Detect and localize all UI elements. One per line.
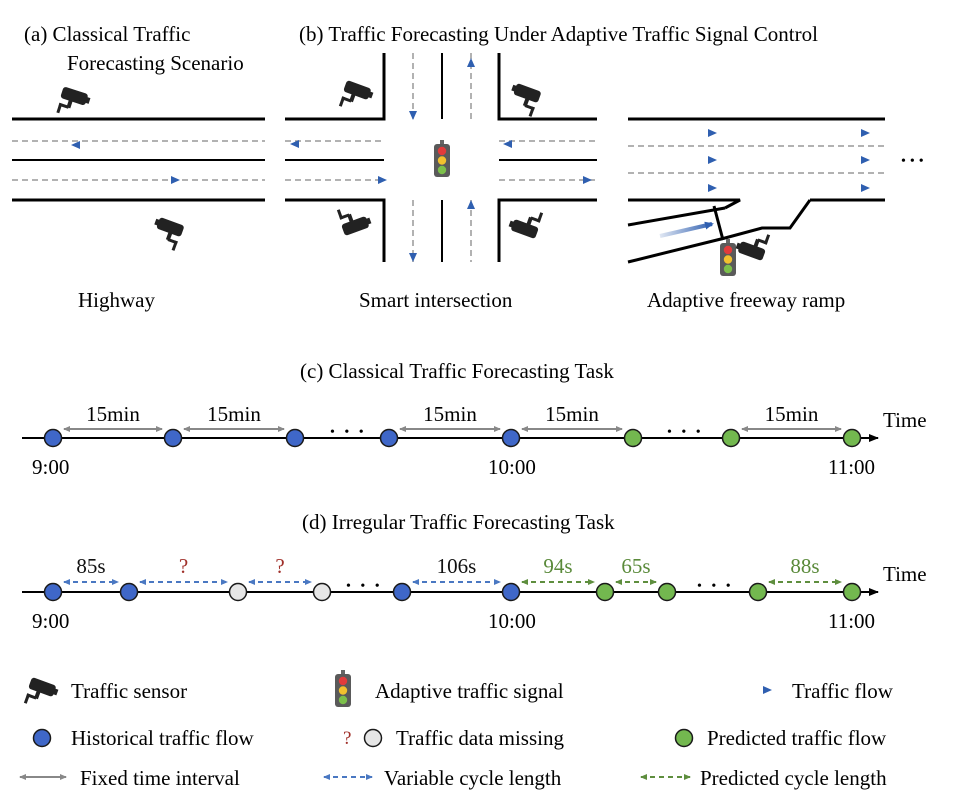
legend-predicted-label: Predicted traffic flow bbox=[707, 726, 887, 750]
legend-historical-dot bbox=[32, 728, 52, 748]
legend-missing-dot bbox=[363, 728, 383, 748]
interval-label: 15min bbox=[423, 402, 477, 426]
panel-c-title: (c) Classical Traffic Forecasting Task bbox=[300, 359, 614, 383]
panel-a-title-line2: Forecasting Scenario bbox=[67, 51, 244, 75]
intersection-label: Smart intersection bbox=[359, 288, 513, 312]
legend-sensor-icon bbox=[22, 676, 60, 713]
highway-label: Highway bbox=[78, 288, 155, 312]
historical-flow-node bbox=[379, 428, 399, 448]
timeline-d-intervals: 85s?? 106s 94s 65s 88s bbox=[63, 554, 842, 585]
cycle-length-label: 88s bbox=[790, 554, 819, 578]
traffic-sensor-icon bbox=[505, 81, 542, 118]
legend-historical-label: Historical traffic flow bbox=[71, 726, 255, 750]
legend-predicted-dot bbox=[674, 728, 694, 748]
highway-diagram bbox=[12, 86, 265, 252]
ramp-label: Adaptive freeway ramp bbox=[647, 288, 845, 312]
traffic-sensor-icon bbox=[337, 79, 375, 116]
interval-label: 15min bbox=[86, 402, 140, 426]
legend-fixed-label: Fixed time interval bbox=[80, 766, 240, 790]
timeline-d-axis-label: Time bbox=[883, 562, 927, 586]
traffic-sensor-icon bbox=[148, 215, 185, 252]
ramp-diagram bbox=[627, 117, 885, 276]
timeline-c-time-0: 9:00 bbox=[32, 455, 69, 479]
legend-signal-icon bbox=[335, 670, 351, 707]
legend-sensor-label: Traffic sensor bbox=[71, 679, 187, 703]
predicted-flow-node bbox=[623, 428, 643, 448]
legend-missing-mark: ? bbox=[343, 728, 351, 749]
historical-flow-node bbox=[163, 428, 183, 448]
historical-flow-node bbox=[43, 582, 63, 602]
timeline-d-ellipsis-1: • • • bbox=[346, 579, 383, 594]
panel-d-title: (d) Irregular Traffic Forecasting Task bbox=[302, 510, 615, 534]
historical-flow-node bbox=[501, 582, 521, 602]
traffic-signal-icon bbox=[720, 239, 736, 276]
interval-label: 15min bbox=[545, 402, 599, 426]
timeline-d-ellipsis-2: • • • bbox=[697, 579, 734, 594]
timeline-c-time-1: 10:00 bbox=[488, 455, 536, 479]
timeline-d-time-2: 11:00 bbox=[828, 609, 875, 633]
predicted-flow-node bbox=[657, 582, 677, 602]
historical-flow-node bbox=[119, 582, 139, 602]
legend: Traffic sensor Adaptive traffic signal T… bbox=[19, 670, 894, 790]
cycle-length-label: 85s bbox=[76, 554, 105, 578]
historical-flow-node bbox=[285, 428, 305, 448]
timeline-c-ellipsis-1: • • • bbox=[330, 425, 367, 440]
interval-label: 15min bbox=[207, 402, 261, 426]
predicted-flow-node bbox=[748, 582, 768, 602]
cycle-length-label: ? bbox=[275, 554, 284, 578]
predicted-flow-node bbox=[595, 582, 615, 602]
legend-flow-label: Traffic flow bbox=[792, 679, 894, 703]
timeline-c-axis-label: Time bbox=[883, 408, 927, 432]
panel-a-title-line1: (a) Classical Traffic bbox=[24, 22, 190, 46]
cycle-length-label: 65s bbox=[621, 554, 650, 578]
traffic-sensor-icon bbox=[55, 86, 92, 121]
timeline-c-nodes bbox=[43, 428, 862, 448]
cycle-length-label: ? bbox=[179, 554, 188, 578]
cycle-length-label: 106s bbox=[437, 554, 477, 578]
panel-b-title: (b) Traffic Forecasting Under Adaptive T… bbox=[299, 22, 818, 46]
more-ellipsis: ••• bbox=[901, 154, 928, 169]
legend-predicted-cycle-label: Predicted cycle length bbox=[700, 766, 887, 790]
historical-flow-node bbox=[392, 582, 412, 602]
predicted-flow-node bbox=[842, 428, 862, 448]
predicted-flow-node bbox=[721, 428, 741, 448]
timeline-c-ellipsis-2: • • • bbox=[667, 425, 704, 440]
timeline-c-time-2: 11:00 bbox=[828, 455, 875, 479]
traffic-sensor-icon bbox=[507, 203, 545, 240]
historical-flow-node bbox=[43, 428, 63, 448]
legend-missing-label: Traffic data missing bbox=[396, 726, 564, 750]
legend-variable-label: Variable cycle length bbox=[384, 766, 562, 790]
predicted-flow-node bbox=[842, 582, 862, 602]
missing-data-node bbox=[228, 582, 248, 602]
timeline-c-intervals: 15min 15min 15min 15min 15min bbox=[63, 402, 842, 432]
traffic-signal-icon bbox=[434, 140, 450, 177]
timeline-d-time-1: 10:00 bbox=[488, 609, 536, 633]
legend-signal-label: Adaptive traffic signal bbox=[375, 679, 564, 703]
missing-data-node bbox=[312, 582, 332, 602]
traffic-sensor-icon bbox=[335, 200, 373, 237]
timeline-d-time-0: 9:00 bbox=[32, 609, 69, 633]
interval-label: 15min bbox=[765, 402, 819, 426]
cycle-length-label: 94s bbox=[543, 554, 572, 578]
timeline-d-nodes bbox=[43, 582, 862, 602]
historical-flow-node bbox=[501, 428, 521, 448]
intersection-diagram bbox=[285, 53, 597, 262]
